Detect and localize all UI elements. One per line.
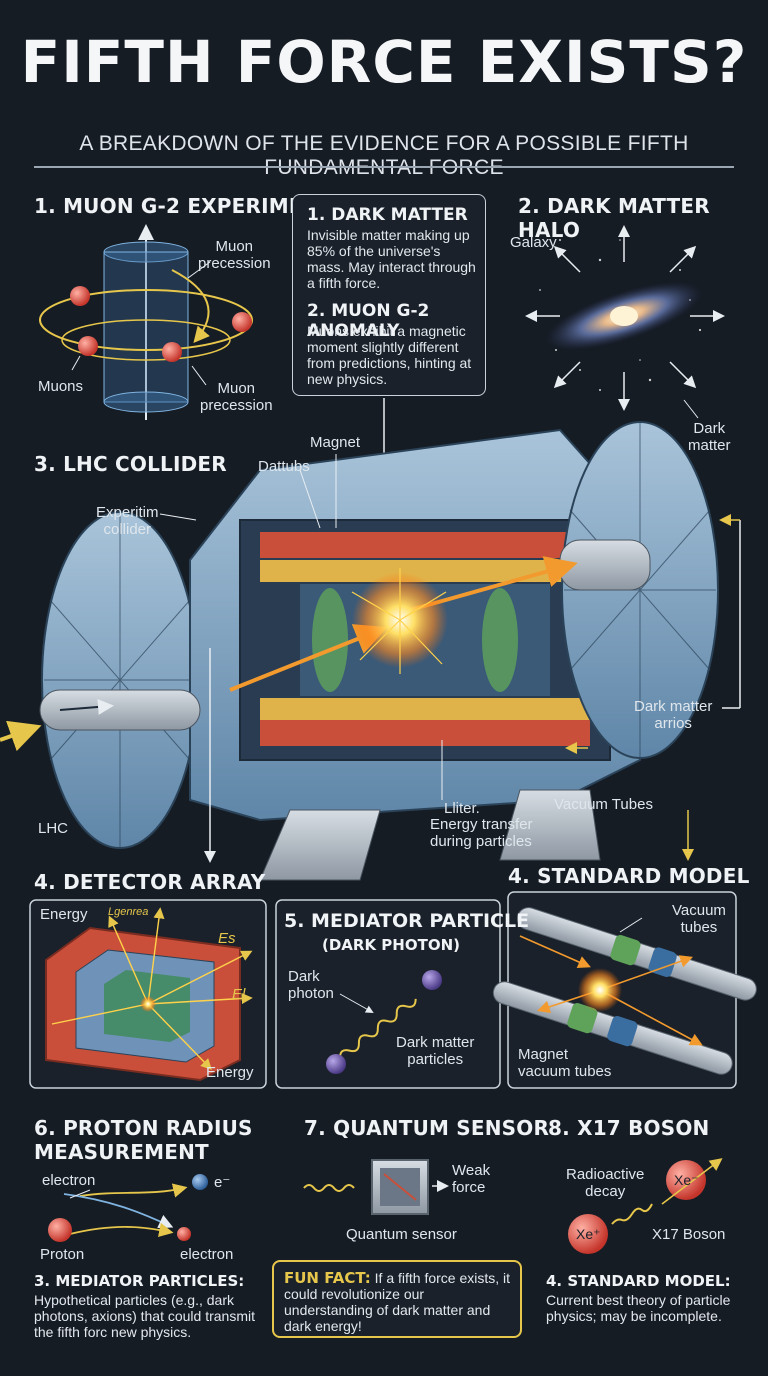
header-divider: [34, 166, 734, 168]
label-proton: Proton: [40, 1246, 85, 1263]
label-weak-force: Weak force: [452, 1162, 491, 1196]
label-electron-top: electron: [42, 1172, 96, 1189]
xe-minus-sphere: [666, 1160, 706, 1200]
dark-matter-halo-diagram: [525, 225, 725, 419]
label-lhc: LHC: [38, 820, 69, 837]
standard-model-tubes-diagram: [492, 891, 757, 1089]
quantum-sensor-diagram: [303, 1159, 449, 1215]
label-vacuum-tubes: Vacuum Tubes: [554, 796, 653, 813]
info-heading-muon-anomaly: 2. MUON G-2 ANOMALY: [307, 301, 430, 341]
info-text-muon-anomaly: Muons exhibit a magnetic moment slightly…: [307, 323, 472, 387]
info-box: 1. DARK MATTER Invisible matter making u…: [292, 194, 486, 396]
label-radioactive-decay: Radioactive decay: [566, 1166, 645, 1200]
proton-radius-diagram: [48, 1174, 208, 1242]
footer-standard-text: Current best theory of particle physics;…: [546, 1292, 731, 1324]
detector-array-diagram: [29, 899, 267, 1089]
section-muon-g2-title: 1. MUON G-2 EXPERIMENT: [34, 194, 334, 218]
label-energy-top: Energy: [40, 906, 88, 923]
label-lliter: Lliter.: [444, 800, 480, 817]
label-el: El: [232, 986, 246, 1003]
info-heading-dark-matter: 1. DARK MATTER: [307, 205, 468, 225]
label-dark-matter: Dark matter: [688, 420, 731, 454]
muon-particle: [232, 312, 252, 332]
label-energy-bottom: Energy: [206, 1064, 254, 1081]
label-quantum-sensor: Quantum sensor: [346, 1226, 457, 1243]
electron-sphere: [177, 1227, 191, 1241]
label-e-minus: e⁻: [214, 1174, 231, 1191]
xe-plus-sphere: [568, 1214, 608, 1254]
label-xe-plus: Xe⁺: [576, 1226, 601, 1242]
label-muon-precession-bottom: Muon precession: [200, 380, 273, 414]
section-lhc-title: 3. LHC COLLIDER: [34, 452, 227, 476]
label-vacuum-tubes-box: Vacuum tubes: [672, 902, 726, 936]
page-subtitle: A BREAKDOWN OF THE EVIDENCE FOR A POSSIB…: [79, 132, 689, 179]
proton-sphere: [48, 1218, 72, 1242]
section-x17-boson-title: 8. X17 BOSON: [548, 1116, 710, 1140]
footer-standard-heading: 4. STANDARD MODEL:: [546, 1272, 731, 1290]
fun-fact-box: FUN FACT: If a fifth force exists, it co…: [272, 1260, 522, 1338]
label-experitim-collider: Experitim collider: [96, 504, 159, 538]
section-mediator-particle-title: 5. MEDIATOR PARTICLE: [284, 910, 530, 932]
section-detector-array-title: 4. DETECTOR ARRAY: [34, 870, 266, 894]
section-standard-model-title: 4. STANDARD MODEL: [508, 864, 750, 888]
muon-particle: [70, 286, 90, 306]
label-dark-matter-particles: Dark matter particles: [396, 1034, 475, 1068]
section-proton-radius-title: 6. PROTON RADIUS MEASUREMENT: [34, 1116, 253, 1164]
section-mediator-particle-subtitle: (DARK PHOTON): [322, 936, 461, 954]
label-x17-boson: X17 Boson: [652, 1226, 726, 1243]
label-dark-matter-arrios: Dark matter arrios: [634, 698, 713, 732]
fun-fact-content: FUN FACT: If a fifth force exists, it co…: [284, 1270, 512, 1334]
muon-particle: [78, 336, 98, 356]
fun-fact-label: FUN FACT:: [284, 1269, 371, 1287]
muon-g2-diagram: [39, 224, 253, 420]
label-electron-bottom: electron: [180, 1246, 234, 1263]
label-dattubs: Dattubs: [258, 458, 310, 475]
footer-mediator-text: Hypothetical particles (e.g., dark photo…: [34, 1292, 256, 1340]
footer-mediator-heading: 3. MEDIATOR PARTICLES:: [34, 1272, 245, 1290]
mediator-particle-diagram: [275, 899, 501, 1089]
electron-sphere: [192, 1174, 208, 1190]
section-quantum-sensor-title: 7. QUANTUM SENSOR: [304, 1116, 550, 1140]
info-text-dark-matter: Invisible matter making up 85% of the un…: [307, 227, 476, 291]
label-xe-minus: Xe⁻: [674, 1172, 699, 1188]
label-magnet-vacuum-tubes: Magnet vacuum tubes: [518, 1046, 612, 1080]
label-energy-transfer: Energy transfer during particles: [430, 816, 533, 850]
label-muon-precession-top: Muon precession: [198, 238, 271, 272]
label-magnet: Magnet: [310, 434, 361, 451]
lhc-collider-diagram: [0, 421, 741, 881]
muon-particle: [162, 342, 182, 362]
page-title: FIFTH FORCE EXISTS?: [20, 28, 748, 96]
label-lgenrea: Lgenrea: [108, 906, 149, 918]
label-dark-photon: Dark photon: [288, 968, 334, 1002]
label-galaxy: Galaxy: [510, 234, 557, 251]
section-dark-matter-halo-title: 2. DARK MATTER HALO: [518, 194, 710, 242]
label-es: Es: [218, 930, 236, 947]
label-muons: Muons: [38, 378, 84, 395]
fun-fact-text: If a fifth force exists, it could revolu…: [284, 1270, 511, 1334]
x17-boson-diagram: [568, 1158, 723, 1254]
